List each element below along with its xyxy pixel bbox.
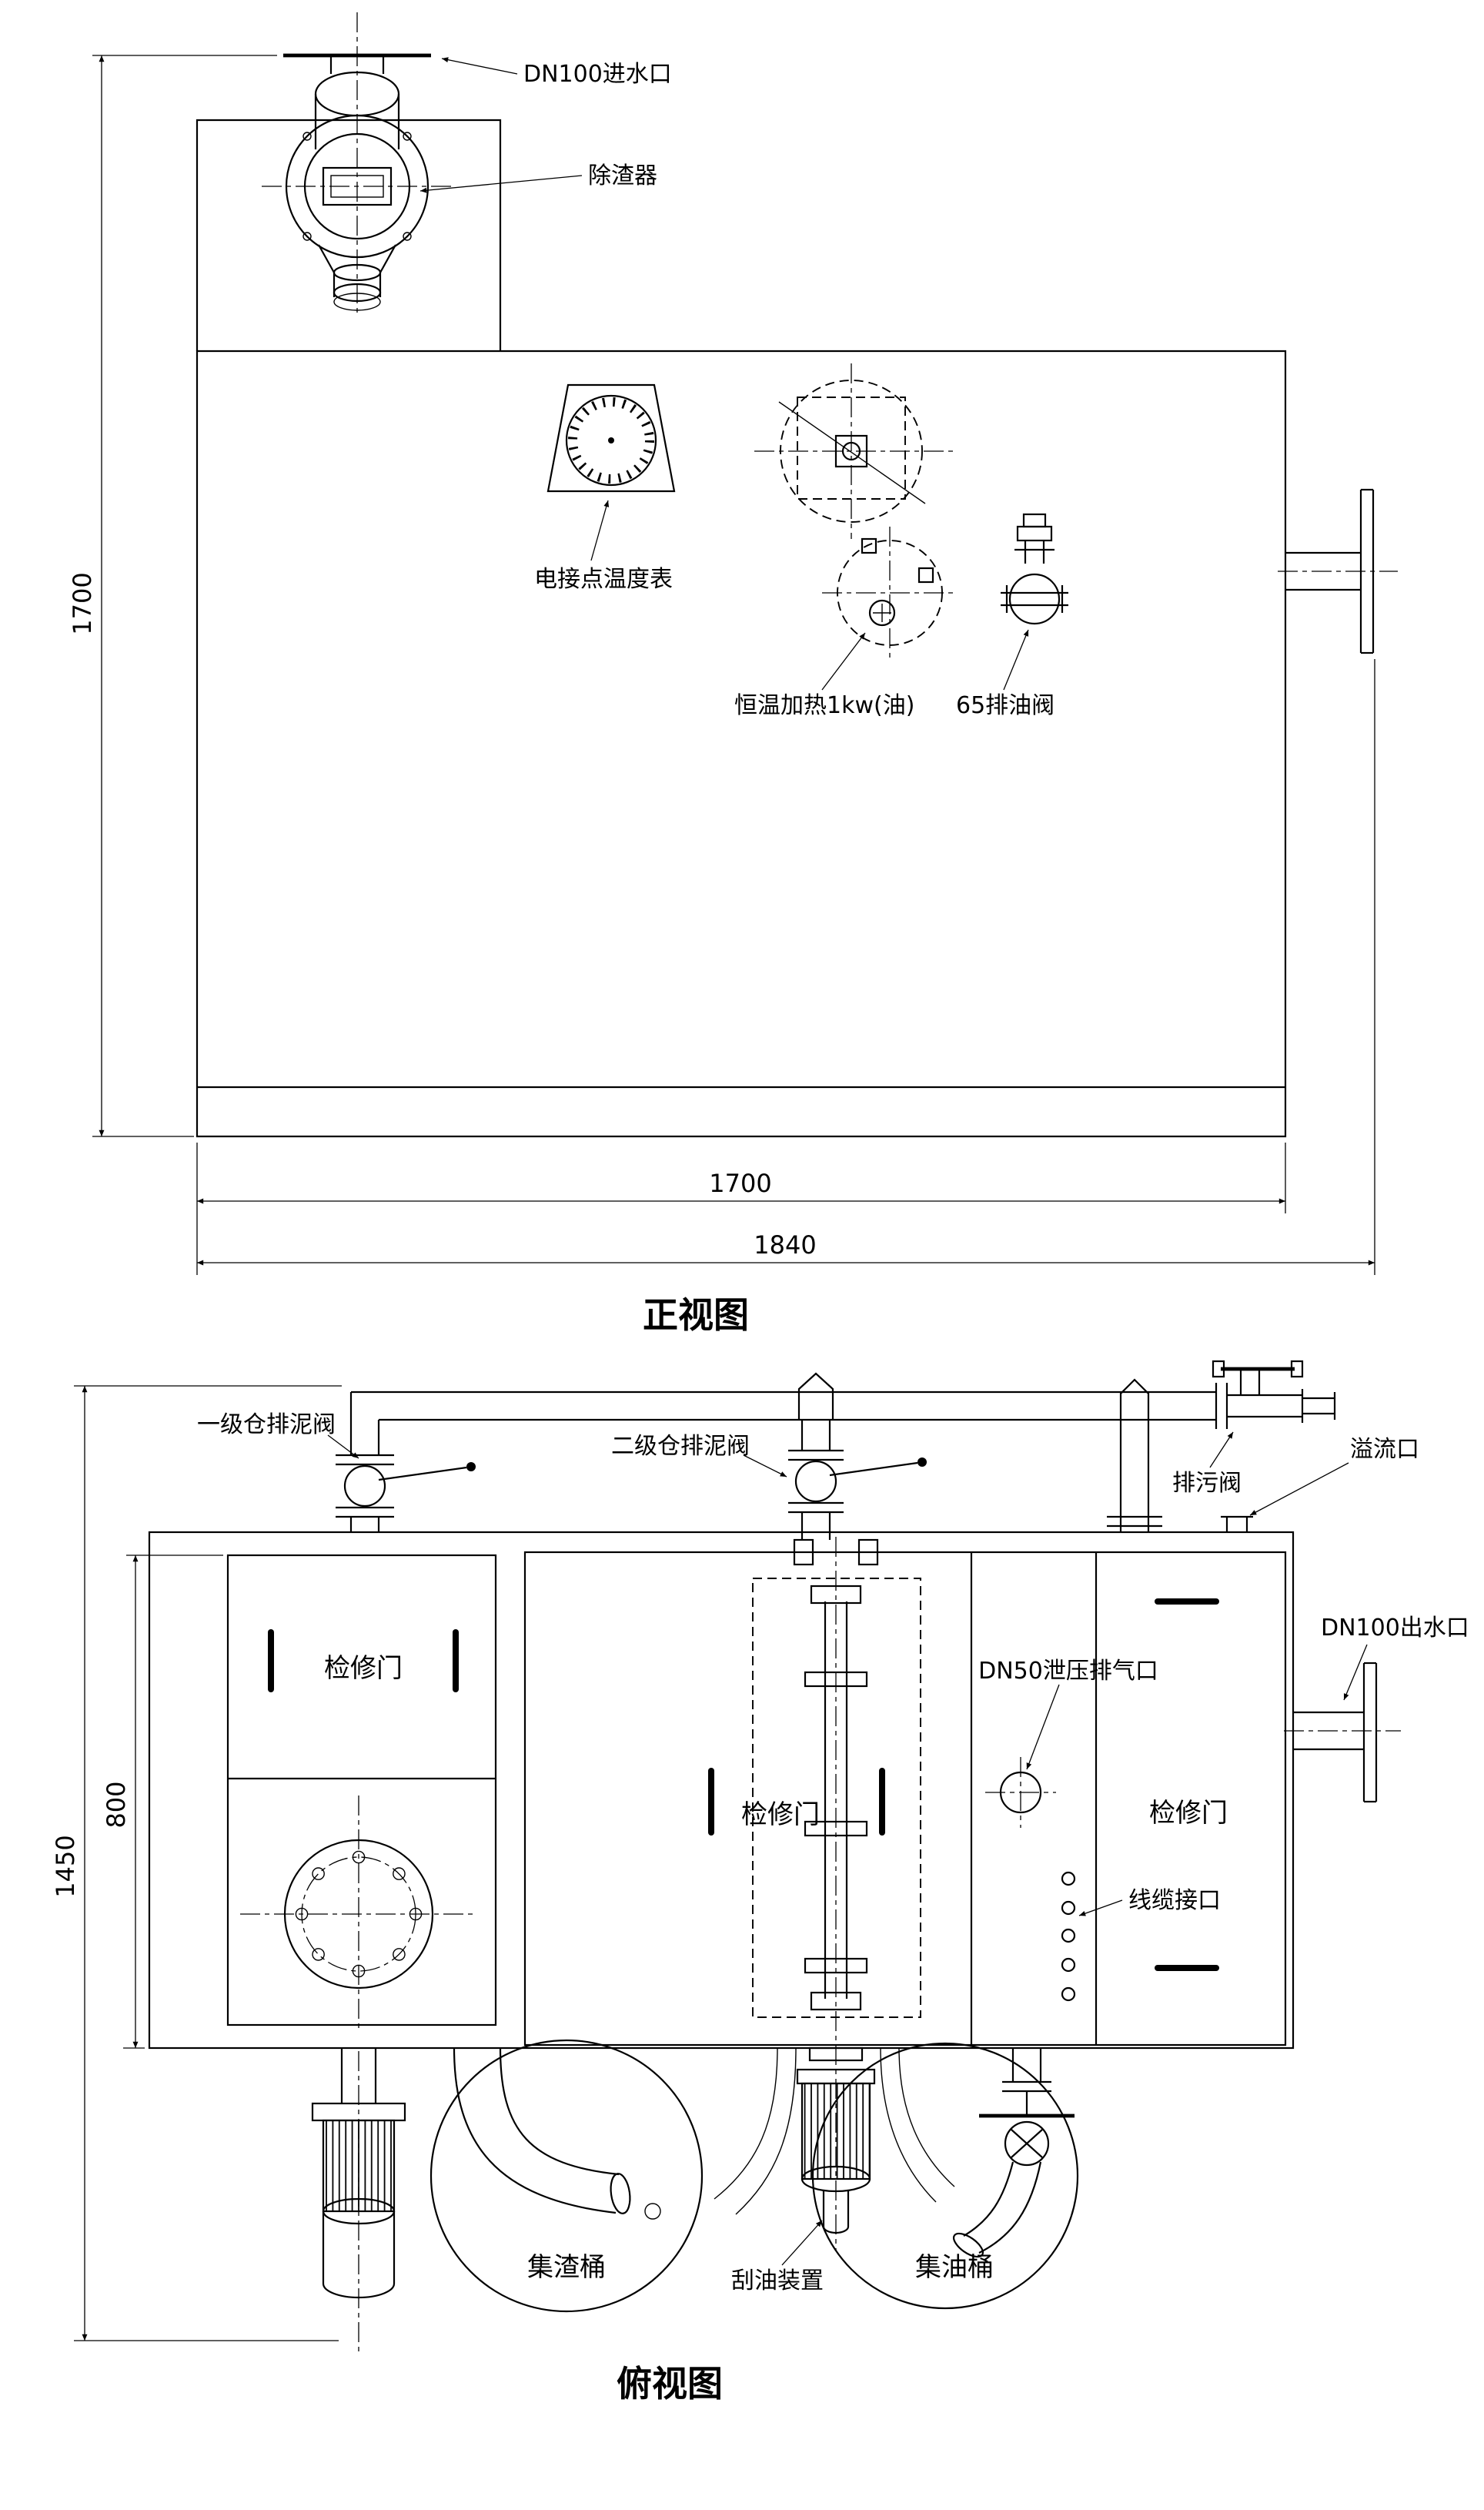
left-access-door: 检修门: [268, 1629, 459, 1692]
right-access-door: 检修门: [1149, 1598, 1228, 1971]
outlet-label: DN100出水口: [1321, 1615, 1469, 1642]
dim-width-1840: 1840: [754, 1230, 816, 1260]
middle-access-door-label: 检修门: [741, 1799, 820, 1830]
dim-800: 800: [102, 1781, 131, 1828]
slag-bucket: 集渣桶: [429, 2039, 704, 2313]
inlet-slag-remover: [262, 12, 453, 317]
scraper-conveyor: 检修门: [708, 1537, 921, 2251]
slag-bucket-label: 集渣桶: [527, 2252, 606, 2283]
heater-label: 恒温加热1kw(油): [734, 692, 914, 719]
top-outlet-pipe: [1284, 1662, 1401, 1803]
inlet-label: DN100进水口: [523, 61, 672, 88]
secondary-sludge-valve-label: 二级仓排泥阀: [611, 1433, 750, 1460]
front-labels: DN100进水口 除渣器 电接点温度表 恒温加热1kw(油) 65排油阀: [419, 57, 1055, 719]
front-tank-outline: [196, 119, 1287, 1138]
oil-scraper-label: 刮油装置: [731, 2267, 824, 2294]
dim-height-1450: 1450: [51, 1835, 80, 1897]
front-view-title: 正视图: [643, 1294, 749, 1336]
dim-width-1700: 1700: [709, 1169, 771, 1198]
heater-assembly: [754, 363, 958, 659]
slag-discharge-pipe: [453, 2047, 661, 2220]
front-dimensions: 1700 1700 1840: [68, 55, 1375, 1275]
top-dimensions: 1450 800: [51, 1385, 342, 2341]
slag-pump: [311, 2048, 406, 2353]
oil-bucket: 集油桶: [811, 2042, 1079, 2310]
vent-port: DN50泄压排气口: [978, 1658, 1158, 1828]
oil-bucket-label: 集油桶: [915, 2252, 994, 2283]
cable-port-label: 线缆接口: [1128, 1887, 1221, 1914]
sewage-valve-label: 排污阀: [1172, 1470, 1242, 1497]
dim-height-1700: 1700: [68, 572, 97, 634]
left-access-door-label: 检修门: [324, 1653, 403, 1684]
cable-ports: 线缆接口: [1061, 1871, 1221, 2002]
top-view: 检修门: [51, 1360, 1469, 2405]
thermometer-gauge: [546, 383, 676, 493]
oil-drain-valve-label: 65排油阀: [956, 692, 1055, 719]
right-access-door-label: 检修门: [1149, 1798, 1228, 1829]
front-view: 1700 1700 1840 DN100进水口 除渣器 电接点温度表 恒温加热1…: [68, 12, 1398, 1336]
top-labels: 一级仓排泥阀 二级仓排泥阀 排污阀 溢流口 DN100出水口: [197, 1411, 1469, 1701]
oil-discharge-valve: [952, 2048, 1075, 2258]
overflow-port-label: 溢流口: [1350, 1436, 1419, 1463]
front-outlet-pipe: [1278, 488, 1398, 654]
manhole-flange: [240, 1795, 477, 2033]
oil-drain-valve: [1001, 513, 1068, 625]
slag-remover-label: 除渣器: [588, 162, 657, 189]
top-piping: [336, 1360, 1336, 1540]
primary-sludge-valve-label: 一级仓排泥阀: [197, 1411, 336, 1438]
top-tank-outline: [148, 1531, 1295, 2050]
top-view-title: 俯视图: [617, 2363, 723, 2405]
vent-label: DN50泄压排气口: [978, 1658, 1158, 1685]
thermometer-label: 电接点温度表: [534, 566, 673, 593]
